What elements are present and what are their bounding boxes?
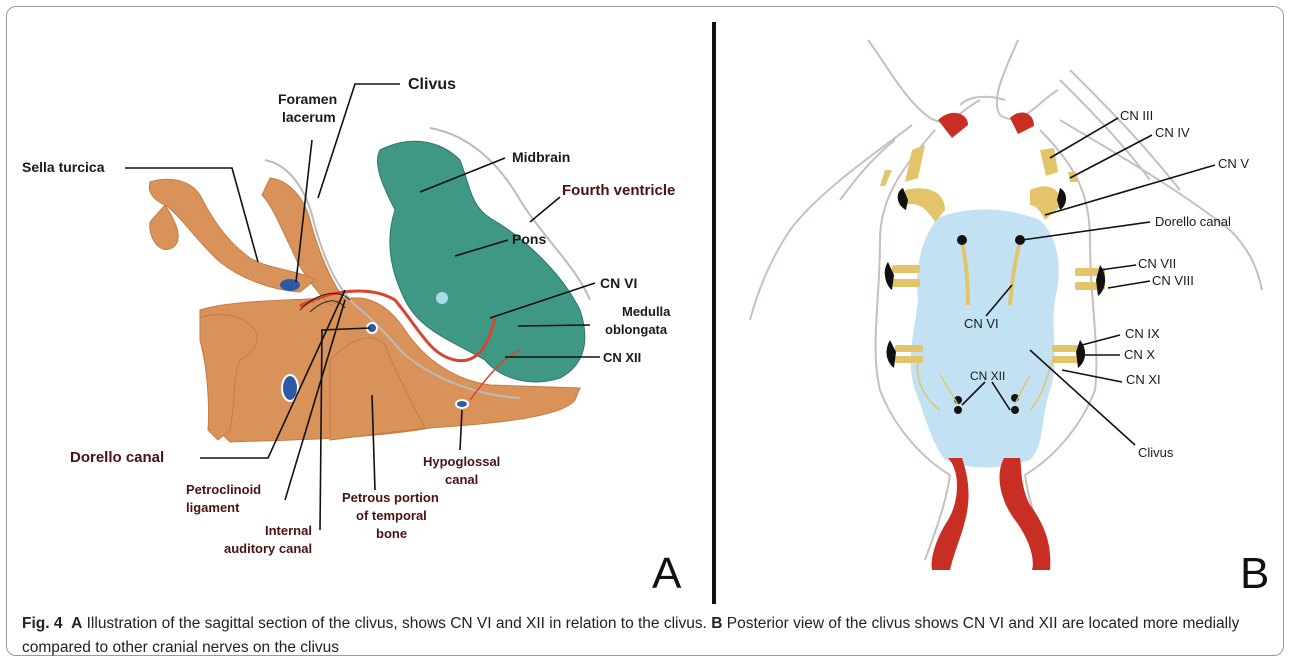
label-pons: Pons xyxy=(512,231,546,247)
label-cn-iii: CN III xyxy=(1120,108,1153,123)
label-foramen-lacerum-2: lacerum xyxy=(282,109,336,125)
figure-caption: Fig. 4 A Illustration of the sagittal se… xyxy=(22,612,1272,660)
foramina-left xyxy=(885,188,908,368)
label-clivus-b: Clivus xyxy=(1138,445,1174,460)
label-cn-xii-b: CN XII xyxy=(970,369,1005,383)
label-cn-xi: CN XI xyxy=(1126,372,1161,387)
artery-top-left xyxy=(938,113,968,138)
label-foramen-lacerum-1: Foramen xyxy=(278,91,337,107)
label-medulla-1: Medulla xyxy=(622,304,671,319)
foramen-lacerum-hole xyxy=(280,279,300,291)
label-cn-x: CN X xyxy=(1124,347,1155,362)
panel-b: CN III CN IV CN V Dorello canal CN VII C… xyxy=(750,40,1269,598)
label-hypoglossal-2: canal xyxy=(445,472,478,487)
caption-fig-number: Fig. 4 xyxy=(22,615,62,632)
label-petrous-2: of temporal xyxy=(356,508,427,523)
label-cn-vi-b: CN VI xyxy=(964,316,999,331)
label-cn-xii-a: CN XII xyxy=(603,350,641,365)
label-cn-v: CN V xyxy=(1218,156,1249,171)
cerebral-aqueduct xyxy=(436,292,448,304)
label-cn-iv: CN IV xyxy=(1155,125,1190,140)
label-fourth-ventricle: Fourth ventricle xyxy=(562,182,675,199)
label-internal-2: auditory canal xyxy=(224,541,312,556)
label-midbrain: Midbrain xyxy=(512,149,570,165)
caption-b-letter: B xyxy=(711,615,722,632)
label-cn-viii: CN VIII xyxy=(1152,273,1194,288)
label-internal-1: Internal xyxy=(265,523,312,538)
label-petroclinoid-2: ligament xyxy=(186,500,240,515)
label-medulla-2: oblongata xyxy=(605,322,668,337)
label-petroclinoid-1: Petroclinoid xyxy=(186,482,261,497)
hypoglossal-canal-hole xyxy=(456,400,468,408)
label-dorello-canal-b: Dorello canal xyxy=(1155,214,1231,229)
label-petrous-1: Petrous portion xyxy=(342,490,439,505)
artery-top-right xyxy=(1010,112,1034,134)
label-petrous-3: bone xyxy=(376,526,407,541)
label-cn-vii: CN VII xyxy=(1138,256,1176,271)
panel-letter-a: A xyxy=(652,549,682,598)
label-cn-ix: CN IX xyxy=(1125,326,1160,341)
label-cn-vi-a: CN VI xyxy=(600,275,637,291)
panel-letter-b: B xyxy=(1240,549,1269,598)
panel-a: Sella turcica Foramen lacerum Clivus Mid… xyxy=(22,76,682,598)
label-clivus-a: Clivus xyxy=(408,76,456,93)
label-hypoglossal-1: Hypoglossal xyxy=(423,454,500,469)
label-dorello-canal-a: Dorello canal xyxy=(70,449,164,466)
clivus-region xyxy=(911,210,1059,468)
caption-a-letter: A xyxy=(71,615,82,632)
label-sella-turcica: Sella turcica xyxy=(22,159,105,175)
caption-a-text: Illustration of the sagittal section of … xyxy=(82,615,711,632)
